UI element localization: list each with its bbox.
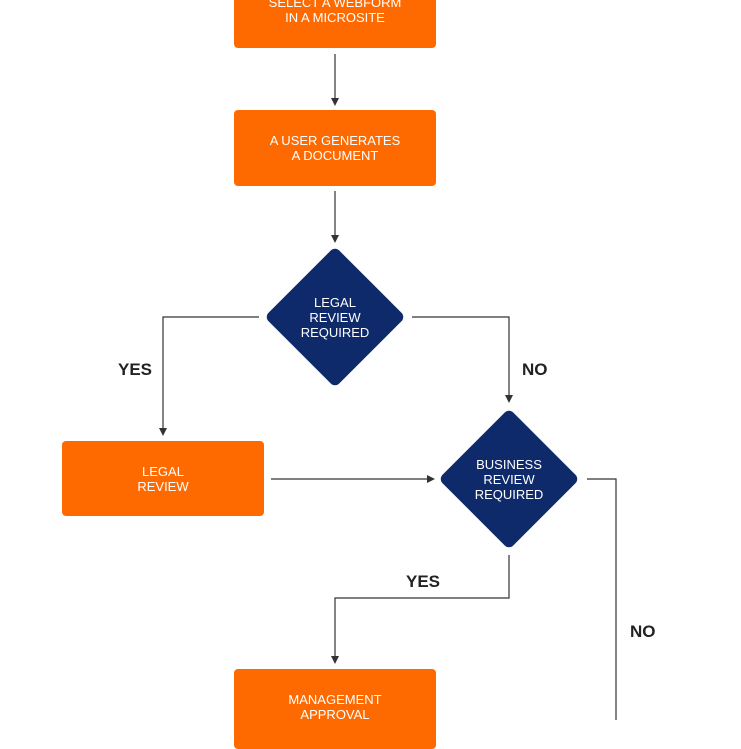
select-webform-label: SELECT A WEBFORM IN A MICROSITE — [268, 0, 402, 25]
business-review-required-label: BUSINESS REVIEW REQUIRED — [474, 456, 544, 502]
business-no-label: NO — [630, 622, 656, 641]
management-approval-node: MANAGEMENT APPROVAL — [234, 669, 436, 749]
legal-review-required-label: LEGAL REVIEW REQUIRED — [300, 294, 370, 340]
user-generates-document-node: A USER GENERATES A DOCUMENT — [234, 110, 436, 186]
user-generates-document-label: A USER GENERATES A DOCUMENT — [269, 133, 401, 163]
legal-review-label: LEGAL REVIEW — [137, 463, 189, 494]
legal-review-node: LEGAL REVIEW — [62, 441, 264, 516]
legal-no-label: NO — [522, 360, 548, 379]
legal-yes-label: YES — [118, 360, 153, 379]
connector-business-no — [587, 478, 617, 720]
management-approval-label: MANAGEMENT APPROVAL — [288, 692, 382, 722]
business-yes-label: YES — [406, 572, 441, 591]
select-webform-node: SELECT A WEBFORM IN A MICROSITE — [234, 0, 436, 48]
connector-legal-no — [412, 316, 513, 403]
connector-lines — [159, 54, 617, 720]
connector-business-yes — [331, 555, 510, 664]
connector-legal-yes — [159, 316, 259, 436]
